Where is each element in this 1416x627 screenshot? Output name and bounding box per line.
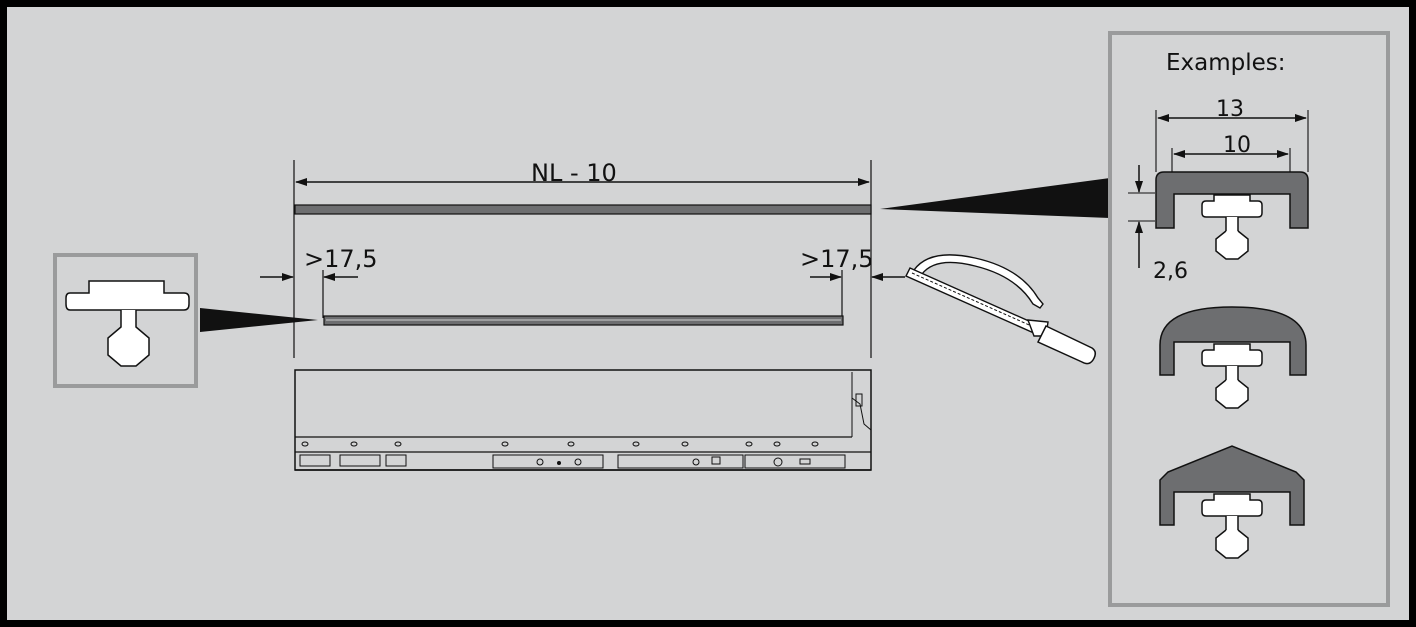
examples-title: Examples: — [1166, 50, 1286, 76]
thickness-label: 2,6 — [1153, 259, 1188, 284]
example-rounded-cap — [1159, 306, 1307, 409]
left-offset-label: >17,5 — [304, 245, 378, 273]
drawer-side-icon — [294, 369, 872, 471]
inner-width-label: 10 — [1223, 133, 1251, 158]
offset-dimensions — [260, 270, 905, 318]
overall-length-dimension — [293, 160, 872, 358]
examples-panel — [1108, 31, 1390, 607]
example-peaked-cap — [1159, 445, 1305, 559]
example-flat-cap — [1155, 171, 1309, 260]
rail-profile-icon — [65, 280, 190, 367]
overall-length-label: NL - 10 — [531, 159, 617, 187]
hacksaw-icon — [905, 254, 1096, 365]
rail-profile-detail — [53, 253, 198, 388]
cover-strip — [294, 204, 872, 215]
assembly-drawing — [53, 31, 1390, 607]
right-offset-label: >17,5 — [800, 245, 874, 273]
detail-pointer-left — [200, 308, 318, 332]
outer-width-label: 13 — [1216, 97, 1244, 122]
detail-pointer-right — [880, 178, 1110, 218]
